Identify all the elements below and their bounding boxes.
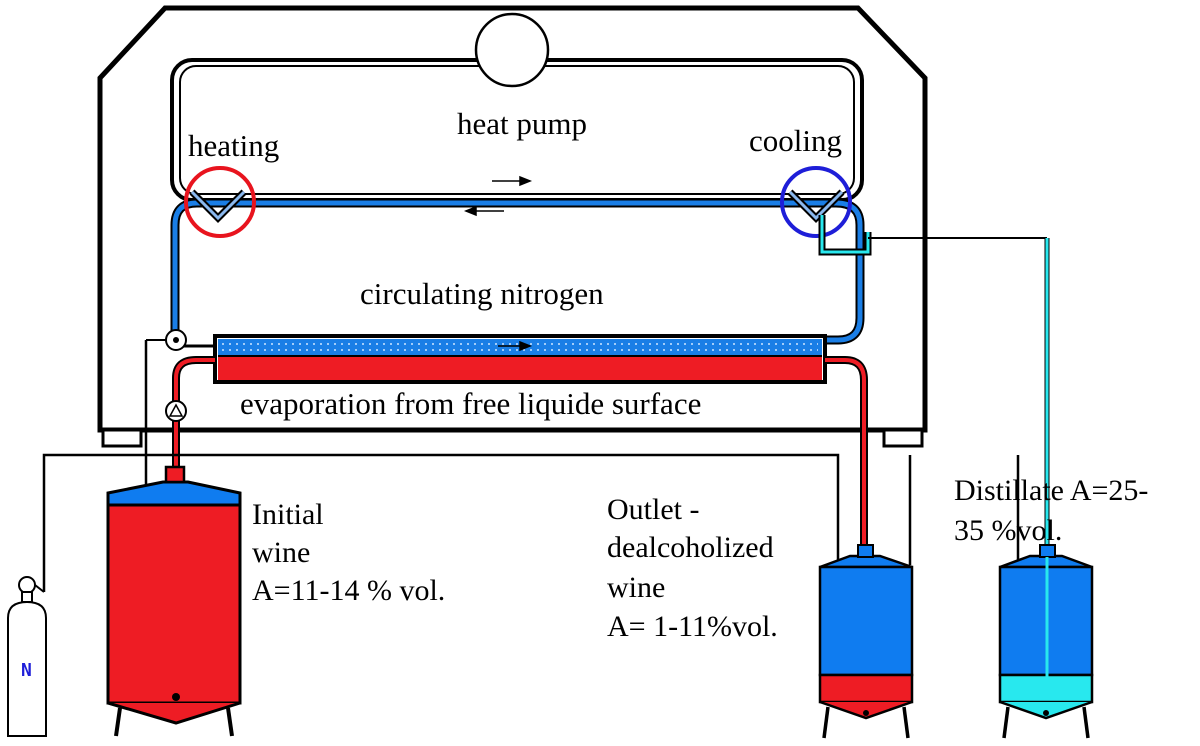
pressure-regulator-icon (18, 576, 36, 594)
wine-outlet-line (825, 356, 868, 675)
apparatus-housing (97, 5, 928, 448)
flow-arrow-right-icon (492, 175, 533, 187)
wine-feed-pump-icon (165, 400, 187, 422)
wine-feed-line (172, 356, 215, 470)
heating-exchanger (184, 166, 256, 238)
heat-pump-compressor-icon (474, 12, 550, 88)
nitrogen-bottle-label: N (21, 660, 32, 681)
outlet-wine-tank (818, 544, 914, 739)
heat-pump-label: heat pump (457, 106, 587, 141)
distillate-label: Distillate A=25- 35 %vol. (954, 474, 1156, 547)
outlet-wine-label: Outlet - dealcoholized wine A= 1-11%vol. (607, 493, 781, 643)
nitrogen-supply-line (42, 340, 1020, 592)
flow-arrow-left-icon (463, 205, 504, 217)
nitrogen-fan-icon (165, 329, 187, 351)
cooling-exchanger (780, 166, 852, 238)
initial-wine-tank (106, 465, 242, 737)
cooling-label: cooling (749, 123, 842, 158)
distillate-tank (998, 544, 1094, 739)
circulating-nitrogen-label: circulating nitrogen (360, 276, 604, 311)
initial-wine-label: Initial wine A=11-14 % vol. (252, 498, 445, 607)
heating-label: heating (188, 128, 279, 163)
evaporation-label: evaporation from free liquide surface (240, 386, 701, 421)
nitrogen-bottle: N (7, 576, 47, 737)
tray-flow-arrow-icon (498, 340, 533, 352)
